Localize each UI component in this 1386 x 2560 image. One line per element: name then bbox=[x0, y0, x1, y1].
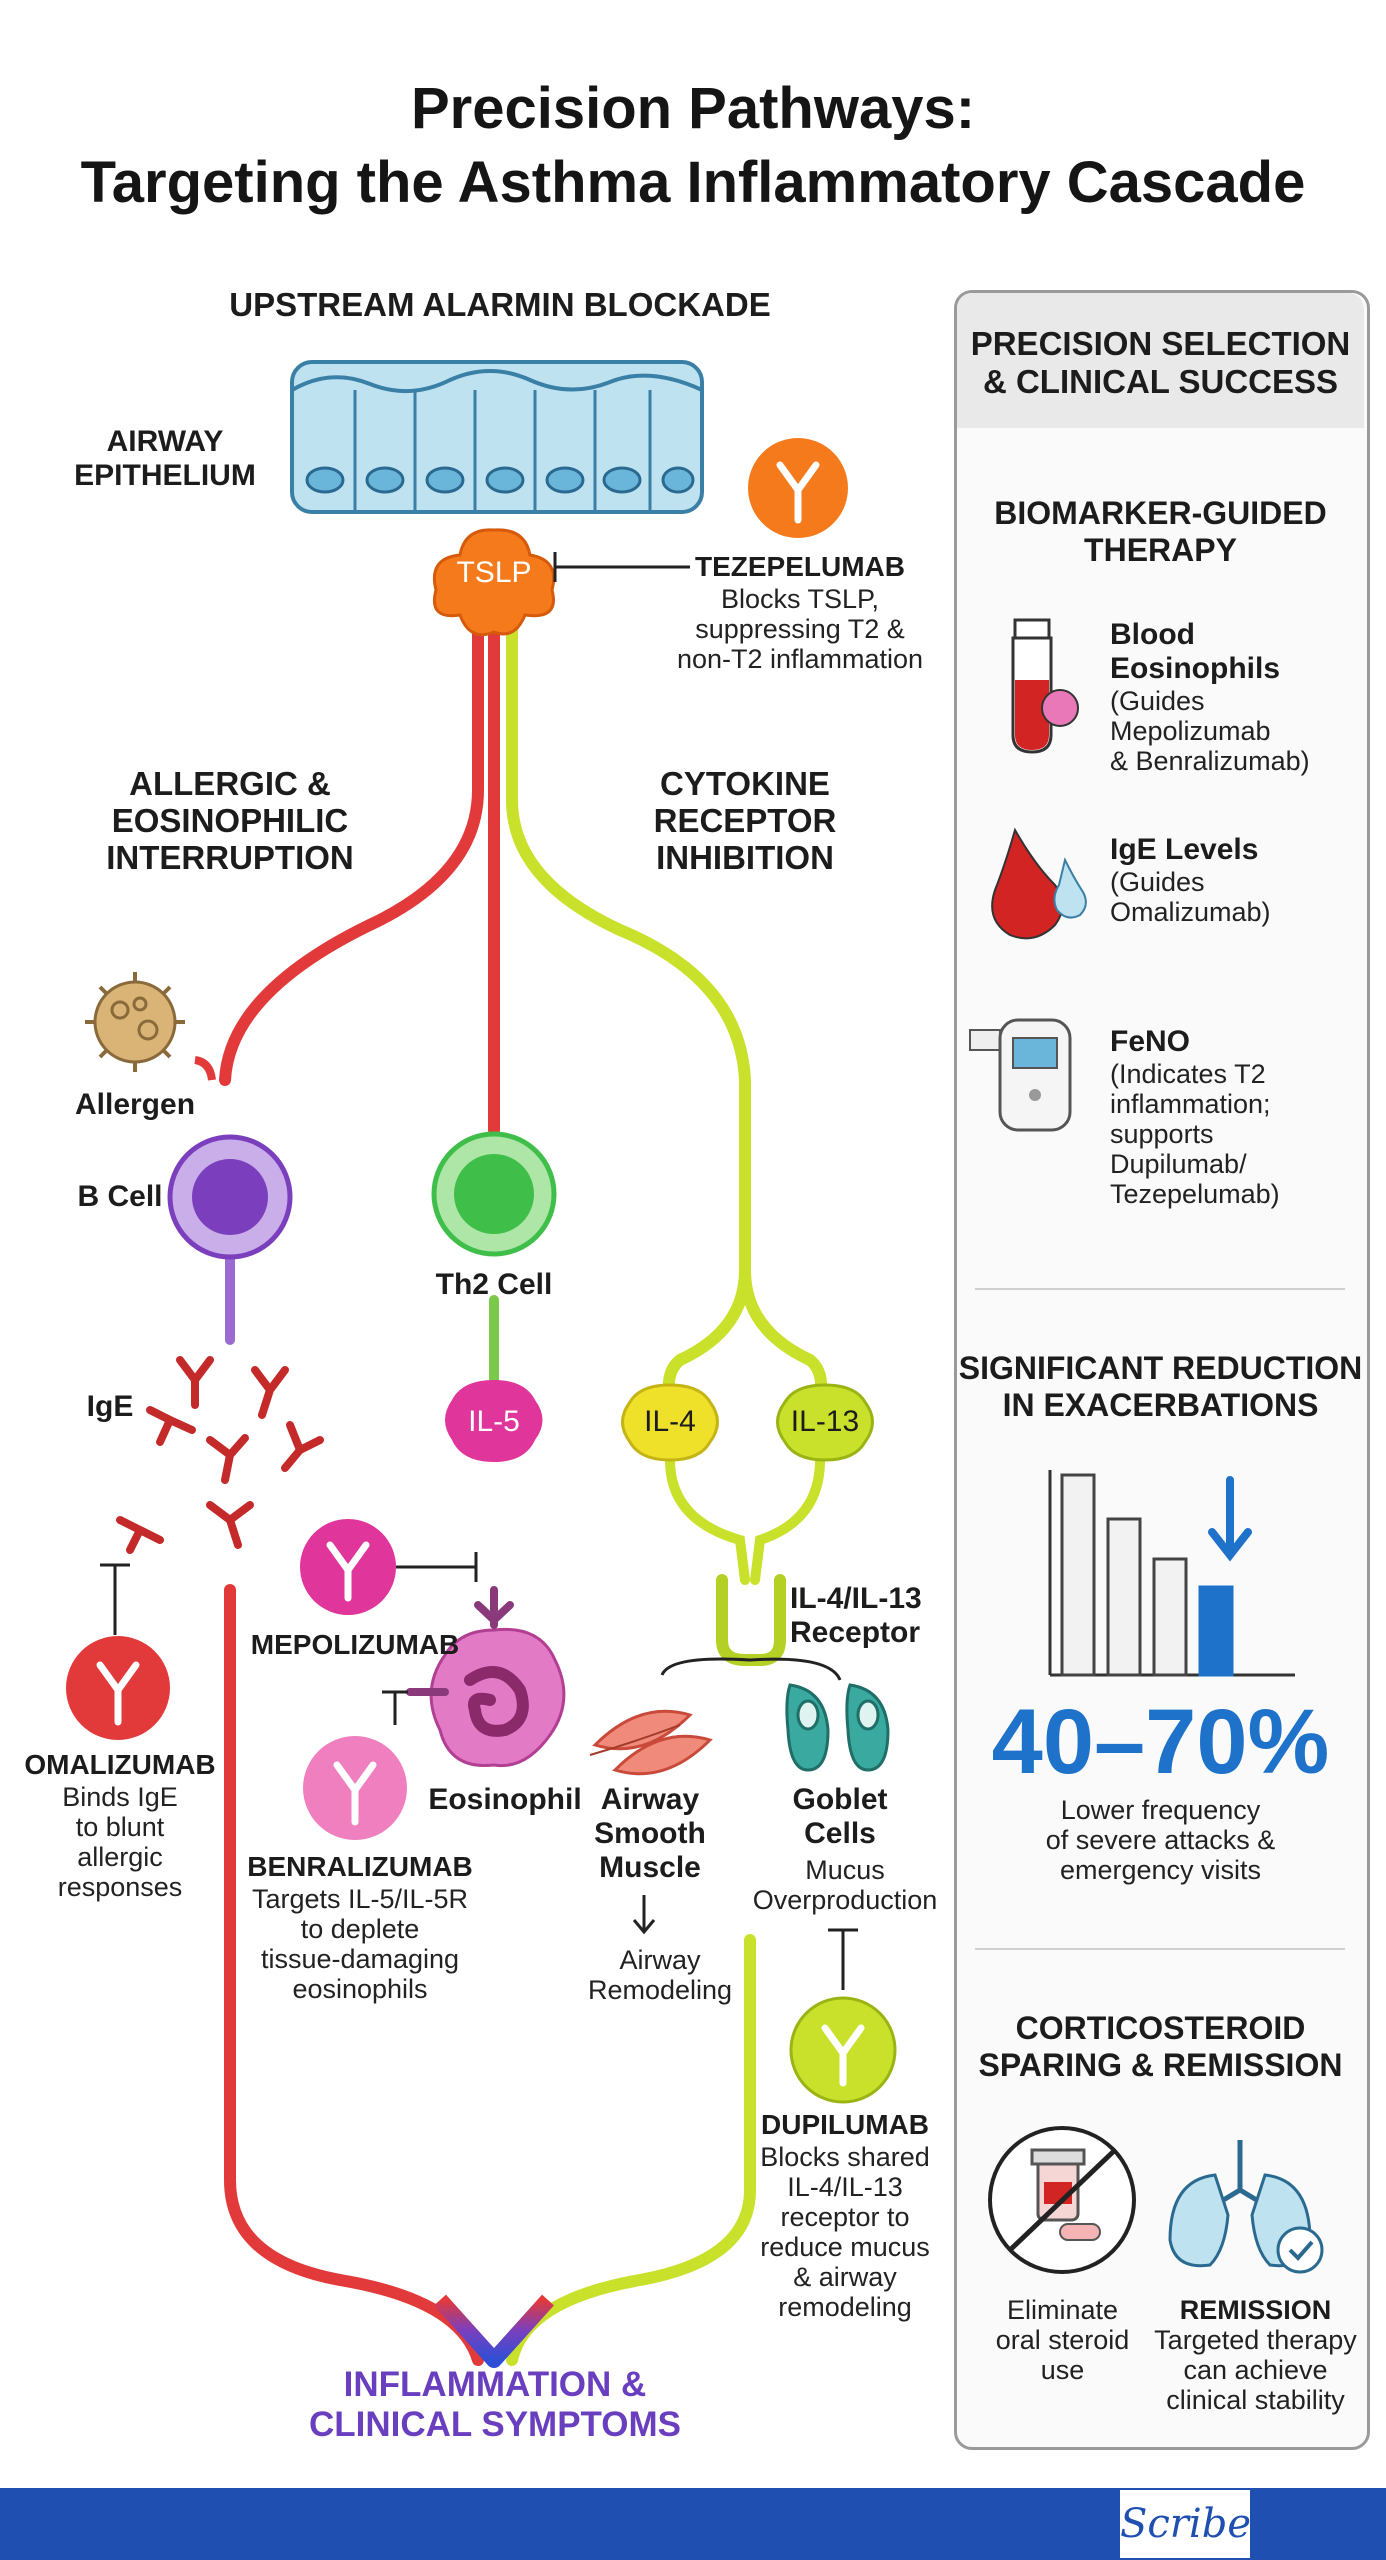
il13-blob bbox=[776, 1383, 874, 1462]
panel-header-title: PRECISION SELECTION & CLINICAL SUCCESS bbox=[970, 325, 1351, 400]
ige-drop-icon bbox=[991, 827, 1087, 940]
blood-tube-icon bbox=[1011, 618, 1079, 754]
ige-cluster-icon bbox=[116, 1356, 324, 1554]
sparing-title: CORTICOSTEROID SPARING & REMISSION bbox=[978, 2010, 1343, 2083]
ige-label: IgE bbox=[86, 1390, 134, 1423]
allergic-heading: ALLERGIC & EOSINOPHILIC INTERRUPTION bbox=[106, 765, 354, 876]
il5-blob bbox=[445, 1380, 543, 1462]
benralizumab-icon bbox=[303, 1736, 407, 1840]
down-arrow-icon bbox=[1208, 1476, 1252, 1562]
reduction-bar-chart bbox=[1048, 1470, 1295, 1677]
eosinophil-label: Eosinophil bbox=[428, 1783, 582, 1816]
pathway-diagram bbox=[66, 360, 897, 2368]
panel-divider-1 bbox=[975, 1288, 1345, 1290]
mucus-label: Mucus Overproduction bbox=[752, 1855, 938, 1915]
reduction-bar bbox=[1060, 1473, 1096, 1677]
tezepelumab-icon bbox=[748, 438, 848, 538]
reduction-desc: Lower frequency of severe attacks & emer… bbox=[1045, 1795, 1276, 1885]
sparing-icons bbox=[988, 2126, 1324, 2274]
reduction-stat: 40–70% bbox=[991, 1691, 1330, 1793]
mepolizumab-name: MEPOLIZUMAB bbox=[250, 1629, 460, 1660]
tezepelumab-block: TEZEPELUMAB Blocks TSLP, suppressing T2 … bbox=[650, 550, 950, 674]
pathway-lines bbox=[219, 594, 828, 2366]
b-cell-label: B Cell bbox=[77, 1180, 163, 1213]
allergen-label: Allergen bbox=[74, 1088, 196, 1121]
goblet-cells-label: Goblet Cells bbox=[792, 1783, 888, 1850]
benralizumab-name: BENRALIZUMAB bbox=[247, 1851, 473, 1882]
biomarker-blood: Blood Eosinophils (Guides Mepolizumab & … bbox=[1110, 618, 1310, 776]
lungs-icon bbox=[1168, 2140, 1324, 2274]
remodeling-label: Airway Remodeling bbox=[587, 1945, 733, 2005]
airway-epithelium-graphic bbox=[290, 360, 704, 514]
red-path-left bbox=[219, 594, 484, 1086]
goblet-cells-icon bbox=[785, 1683, 890, 1772]
il4-label: IL-4 bbox=[644, 1405, 696, 1438]
smooth-muscle-icon bbox=[589, 1709, 713, 1776]
mepolizumab-icon bbox=[300, 1519, 396, 1615]
b-cell-icon bbox=[167, 1134, 293, 1260]
il-receptor-right bbox=[750, 1455, 825, 1585]
remission-title: REMISSION bbox=[1179, 2295, 1332, 2325]
il5-label: IL-5 bbox=[468, 1405, 520, 1438]
biomarker-title: BIOMARKER-GUIDED THERAPY bbox=[994, 495, 1327, 568]
benralizumab-block: BENRALIZUMAB Targets IL-5/IL-5R to deple… bbox=[230, 1850, 490, 2004]
eliminate-steroid-text: Eliminate oral steroid use bbox=[995, 2295, 1130, 2385]
tslp-blob bbox=[433, 528, 556, 637]
il-receptor-left bbox=[665, 1455, 750, 1585]
reduction-bar bbox=[1152, 1557, 1188, 1677]
reduction-bar bbox=[1106, 1517, 1142, 1677]
tslp-label: TSLP bbox=[456, 556, 532, 589]
eosinophil-icon bbox=[406, 1586, 566, 1768]
scribe-logo: Scribe bbox=[1120, 2490, 1251, 2558]
dupilumab-icon bbox=[789, 1996, 897, 2104]
panel-header bbox=[957, 293, 1364, 428]
il4-blob bbox=[621, 1383, 719, 1462]
yellow-path-right-b bbox=[739, 1264, 828, 1406]
tezepelumab-name: TEZEPELUMAB bbox=[695, 551, 905, 582]
page-title-line1: Precision Pathways: bbox=[410, 76, 976, 141]
remission-block: REMISSION Targeted therapy can achieve c… bbox=[1148, 2295, 1363, 2415]
smooth-muscle-label: Airway Smooth Muscle bbox=[594, 1783, 706, 1884]
omalizumab-icon bbox=[66, 1636, 170, 1740]
airway-epithelium-label: AIRWAY EPITHELIUM bbox=[74, 425, 256, 492]
dupilumab-name: DUPILUMAB bbox=[761, 2109, 929, 2140]
outcome-label: INFLAMMATION & CLINICAL SYMPTOMS bbox=[308, 2365, 682, 2444]
no-steroid-icon bbox=[988, 2126, 1136, 2274]
biomarker-ige: IgE Levels (Guides Omalizumab) bbox=[1110, 833, 1271, 927]
allergen-icon bbox=[85, 972, 185, 1072]
biomarker-feno: FeNO (Indicates T2 inflammation; support… bbox=[1110, 1025, 1280, 1209]
outcome-arrow bbox=[434, 2294, 554, 2368]
reduction-bar bbox=[1198, 1585, 1234, 1677]
th2-cell-icon bbox=[431, 1131, 557, 1257]
reduction-title: SIGNIFICANT REDUCTION IN EXACERBATIONS bbox=[958, 1350, 1363, 1423]
omalizumab-block: OMALIZUMAB Binds IgE to blunt allergic r… bbox=[10, 1748, 230, 1902]
il4-il13-receptor-icon bbox=[716, 1574, 786, 1666]
th2-cell-label: Th2 Cell bbox=[435, 1268, 553, 1301]
page-title-line2: Targeting the Asthma Inflammatory Cascad… bbox=[80, 150, 1306, 215]
upstream-heading: UPSTREAM ALARMIN BLOCKADE bbox=[229, 286, 771, 323]
panel-divider-2 bbox=[975, 1948, 1345, 1950]
receptor-label: IL-4/IL-13 Receptor bbox=[790, 1582, 922, 1649]
yellow-path-right bbox=[506, 594, 751, 1406]
biomarker-icons bbox=[969, 618, 1087, 1132]
feno-device-icon bbox=[969, 1018, 1072, 1132]
dupilumab-block: DUPILUMAB Blocks shared IL-4/IL-13 recep… bbox=[740, 2108, 950, 2322]
omalizumab-name: OMALIZUMAB bbox=[24, 1749, 216, 1780]
cytokine-heading: CYTOKINE RECEPTOR INHIBITION bbox=[653, 765, 837, 876]
il13-label: IL-13 bbox=[790, 1405, 860, 1438]
